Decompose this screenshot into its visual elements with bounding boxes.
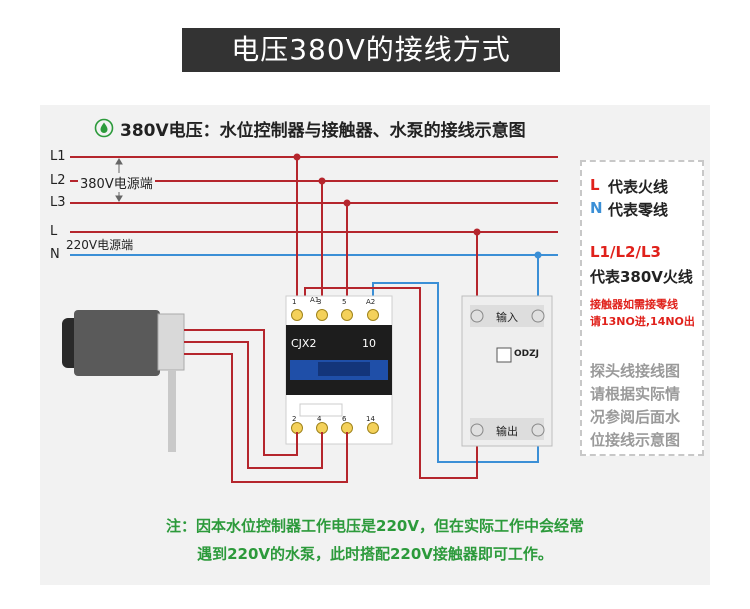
controller-input-label: 输入 (496, 311, 518, 324)
line-l2-label: L2 (50, 173, 66, 188)
legend-warning-line2: 请13NO进,14NO出 (590, 315, 695, 328)
terminal-label: 2 (292, 415, 297, 423)
legend-n-letter: N (590, 199, 603, 217)
contactor-model: CJX2 (291, 337, 317, 350)
note-line-1: 注：因本水位控制器工作电压是220V，但在实际工作中会经常 (166, 517, 584, 535)
terminal-label: 1 (292, 298, 297, 306)
controller-output-label: 输出 (496, 425, 518, 438)
line-n-label: N (50, 247, 60, 262)
terminal-label: 5 (342, 298, 347, 306)
legend-box (580, 160, 704, 456)
source-220v-label: 220V电源端 (66, 238, 134, 252)
line-l1-label: L1 (50, 149, 66, 164)
water-drop-icon (94, 118, 114, 138)
contactor-rating: 10 (362, 337, 376, 350)
diagram-subtitle: 380V电压：水位控制器与接触器、水泵的接线示意图 (120, 121, 526, 141)
legend-probe-line: 请根据实际情 (590, 385, 681, 403)
terminal-label: 6 (342, 415, 347, 423)
terminal-label: A2 (366, 298, 376, 306)
terminal-label: A1 (310, 296, 320, 304)
source-380v-label: 380V电源端 (78, 173, 155, 192)
legend-warning-line1: 接触器如需接零线 (590, 298, 678, 311)
legend-probe-line: 位接线示意图 (590, 431, 681, 449)
controller-brand: ODZJ (514, 349, 539, 359)
terminal-label: 4 (317, 415, 322, 423)
legend-l-text: 代表火线 (608, 178, 669, 196)
terminal-label: 14 (366, 415, 375, 423)
legend-l-letter: L (590, 176, 600, 194)
line-l3-label: L3 (50, 195, 66, 210)
note-line-2: 遇到220V的水泵，此时搭配220V接触器即可工作。 (197, 545, 553, 563)
legend-probe-line: 况参阅后面水 (590, 408, 681, 426)
terminal-label: 3 (317, 298, 322, 306)
legend-l123: L1/L2/L3 (590, 243, 661, 261)
page-title: 电压380V的接线方式 (182, 28, 560, 72)
legend-probe-line: 探头线接线图 (590, 362, 681, 380)
legend-l123-text: 代表380V火线 (590, 268, 693, 286)
legend-n-text: 代表零线 (608, 201, 669, 219)
line-l-label: L (50, 224, 58, 239)
